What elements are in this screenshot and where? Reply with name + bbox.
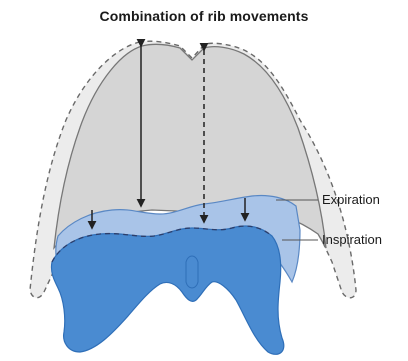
diaphragm-inspiration [51, 226, 283, 354]
central-tendon [186, 256, 198, 288]
label-expiration: Expiration [322, 192, 380, 207]
label-inspiration: Inspiration [322, 232, 382, 247]
